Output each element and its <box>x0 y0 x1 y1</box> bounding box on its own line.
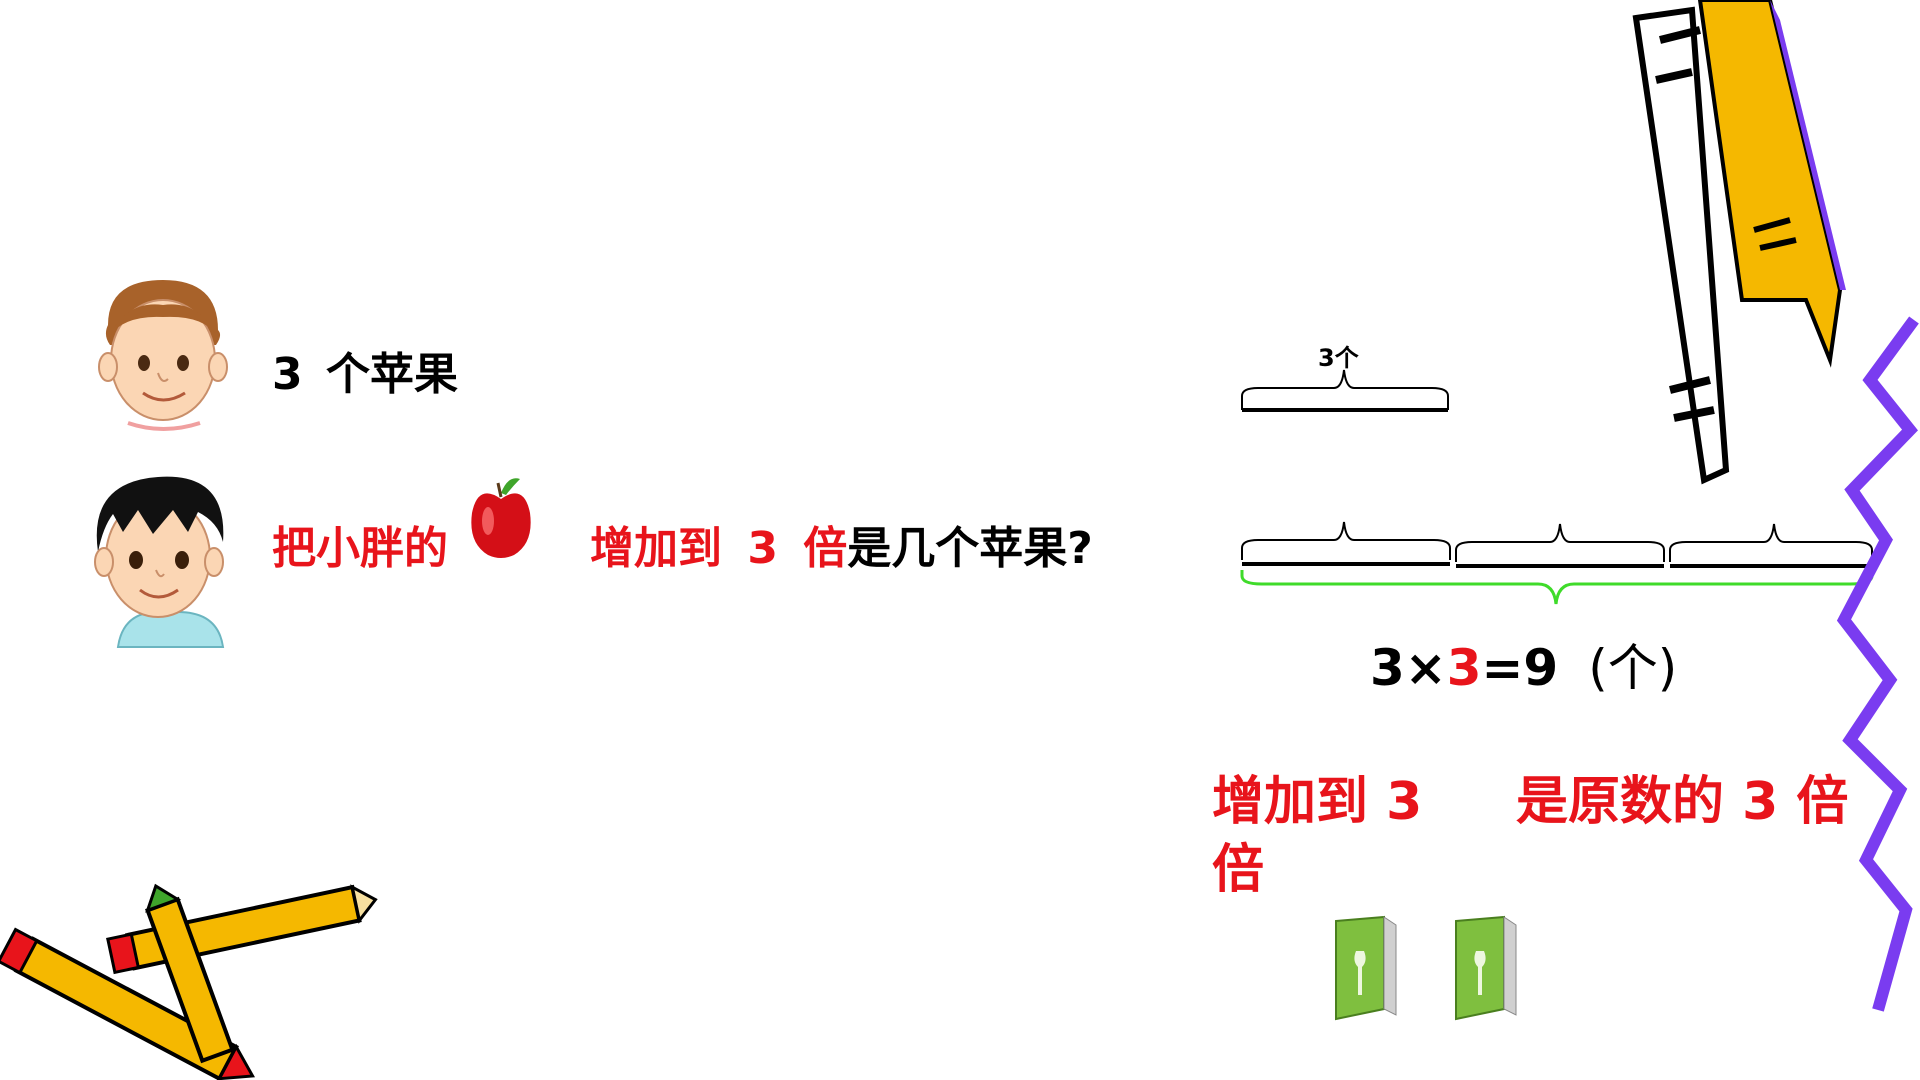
equation: 3×3=9(个) <box>1370 628 1677 700</box>
boy-black-hair-icon <box>94 476 225 648</box>
apple-count-label: 个苹果 <box>325 349 458 400</box>
pen-icon <box>1632 0 1846 485</box>
equation-op: × <box>1404 639 1447 697</box>
three-unit-segments <box>1240 521 1874 605</box>
question-ending: 是几个苹果? <box>847 523 1093 574</box>
conclusion-left: 增加到 3 倍 <box>1212 768 1442 904</box>
segment-label: 3个 <box>1318 344 1359 372</box>
question-part1: 把小胖的 <box>272 523 448 574</box>
purple-zigzag-decoration <box>1836 316 1919 1012</box>
apple-count-text: 3 个苹果 <box>272 338 458 402</box>
red-apple-icon <box>471 478 531 558</box>
question-text: 把小胖的 <box>272 512 448 576</box>
one-unit-segment <box>1241 369 1449 412</box>
book-icon <box>1335 915 1397 1021</box>
equation-unit: (个) <box>1588 639 1678 697</box>
conclusion-right: 是原数的 3 倍 <box>1516 772 1849 832</box>
times-number: 3 <box>747 523 778 574</box>
increase-to-label: 增加到 <box>590 523 722 574</box>
equation-result: =9 <box>1481 639 1559 697</box>
book-icon-2 <box>1455 915 1517 1021</box>
times-label: 倍 <box>803 523 848 574</box>
question-rest: 增加到 3 倍是几个苹果? <box>590 512 1093 576</box>
apple-count-number: 3 <box>272 349 303 400</box>
equation-b: 3 <box>1446 639 1482 697</box>
crossed-pencils-icon <box>0 883 378 1080</box>
boy-brown-hair-icon <box>98 280 228 431</box>
equation-a: 3 <box>1370 639 1405 697</box>
conclusion-left-text: 增加到 3 倍 <box>1212 772 1423 900</box>
